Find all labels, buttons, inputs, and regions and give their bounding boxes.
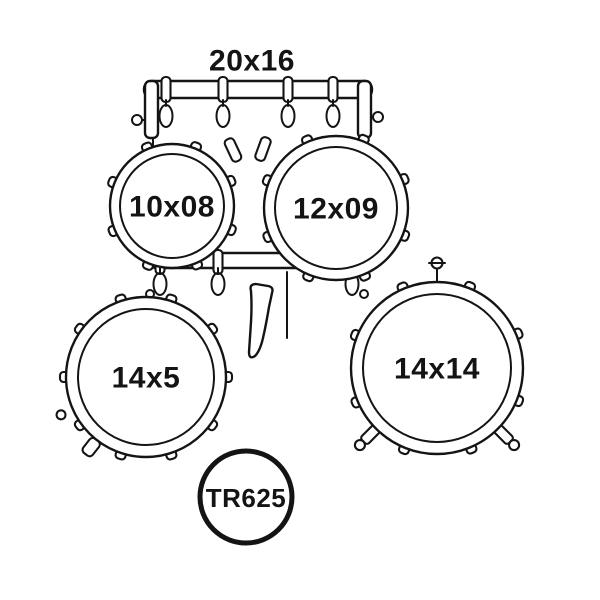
rack-tom-2-rim [262, 134, 410, 282]
snare-rim [64, 295, 228, 459]
rack-tom-2: 12x09 [261, 133, 411, 283]
bass-drum-size-label: 20x16 [209, 45, 295, 78]
rack-tom-1: 10x08 [107, 141, 237, 271]
bass-left-spur-knob [131, 114, 143, 126]
floor-tom-rim [349, 280, 525, 456]
rack-tom-1-size-label: 10x08 [129, 191, 215, 224]
center-hardware [247, 271, 288, 359]
floor-tom-size-label: 14x14 [394, 353, 480, 386]
tom-mount-right [254, 136, 272, 162]
floor-tom: 14x14 [349, 256, 525, 456]
drum-key-icon [247, 282, 274, 359]
rack-tom-2-size-label: 12x09 [293, 193, 379, 226]
snare-butt-plate [55, 409, 67, 421]
floor-tom-top-mount [428, 256, 446, 283]
model-label: TR625 [206, 483, 287, 513]
snare-head [77, 308, 215, 446]
model-badge-circle [197, 448, 295, 546]
rack-tom-1-head [119, 153, 225, 259]
floor-tom-head [362, 293, 512, 443]
floor-tom-leg-left [353, 424, 381, 452]
model-badge: TR625 [197, 448, 295, 546]
bass-right-end-bracket [356, 79, 373, 140]
rack-tom-2-head [274, 146, 398, 270]
snare-size-label: 14x5 [112, 362, 181, 395]
bass-right-foot [359, 289, 369, 299]
bass-left-end-bracket [143, 79, 160, 140]
snare-drum: 14x5 [55, 293, 234, 461]
bass-top-claws [158, 75, 341, 128]
bass-right-spur-knob [372, 111, 384, 123]
rack-tom-1-rim [108, 142, 236, 270]
tom-mount-left [223, 137, 243, 163]
